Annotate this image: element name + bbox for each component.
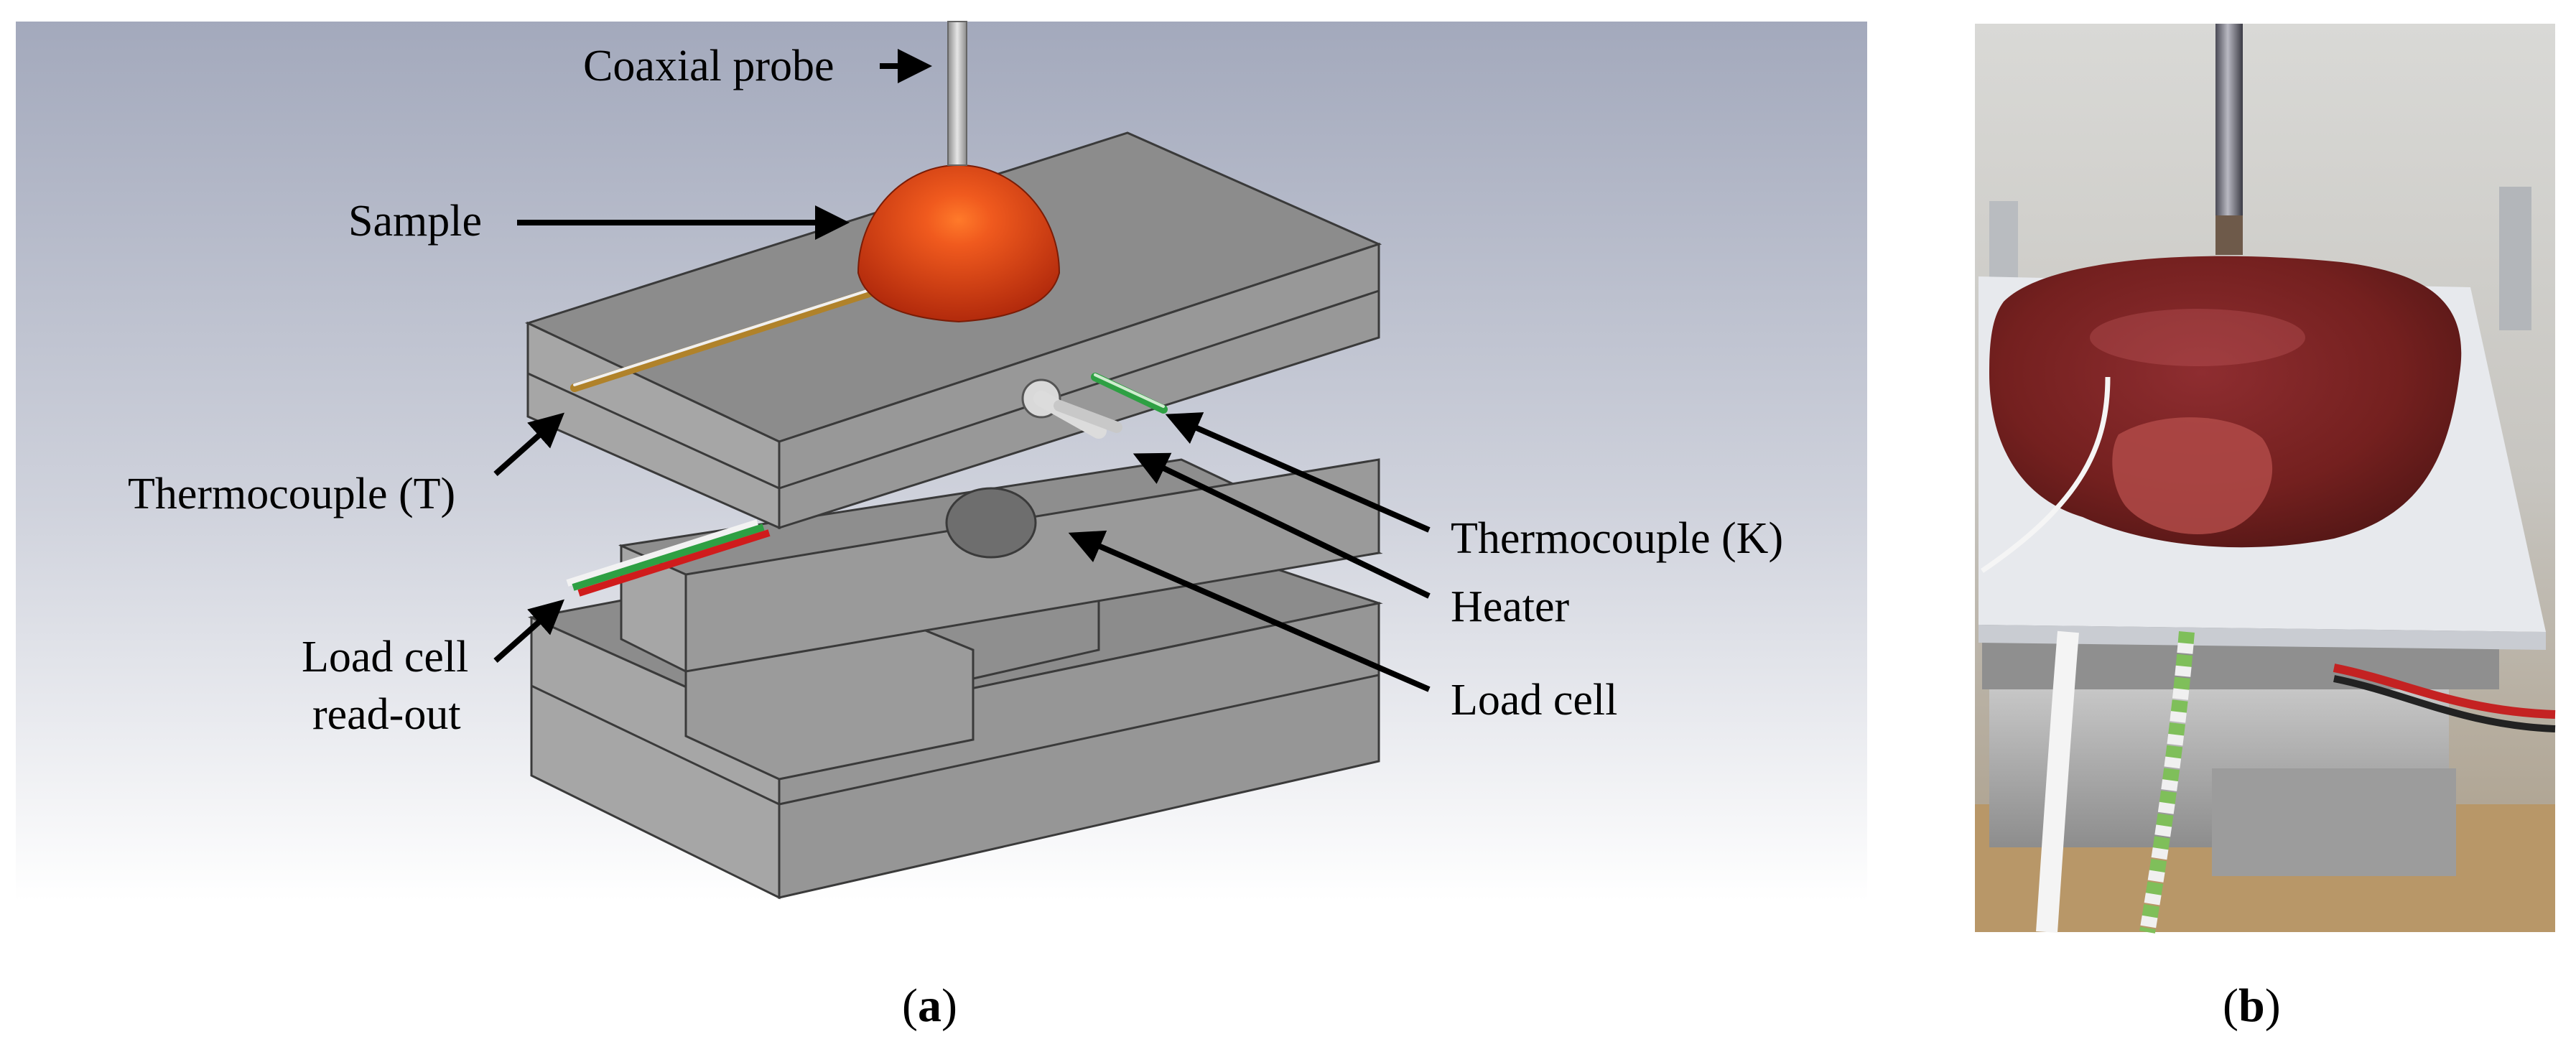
photo-tissue — [1989, 256, 2462, 548]
photo-block-step — [2212, 768, 2456, 876]
coaxial-probe — [947, 21, 967, 166]
photo-probe-tip — [2215, 215, 2243, 255]
arrow-load-cell-readout — [493, 599, 564, 663]
photo-tissue-cut — [2112, 417, 2273, 534]
readout-wires — [566, 519, 771, 597]
sample-shape — [857, 164, 1061, 323]
label-load-cell-readout-2: read-out — [312, 690, 461, 739]
t-rod-body — [570, 283, 891, 392]
caption-b: (b) — [2223, 979, 2281, 1032]
heater-rod-2 — [1054, 400, 1122, 433]
top-seam-side — [778, 289, 1380, 490]
label-thermocouple-k: Thermocouple (K) — [1451, 514, 1783, 563]
base-seam-side — [778, 674, 1380, 806]
top-seam-front — [527, 372, 780, 490]
base-seam-front — [531, 684, 780, 806]
thermocouple-k-rod — [1091, 373, 1168, 414]
photo-cable-red — [2333, 664, 2556, 719]
photo-cable-white — [2036, 630, 2079, 934]
load-cell-hole — [945, 487, 1037, 559]
photo-tissue-highlight — [2090, 309, 2305, 366]
load-cell-bar — [618, 458, 1383, 674]
arrow-thermocouple-t — [493, 412, 564, 476]
wire-red — [577, 529, 771, 597]
wire-white — [566, 519, 759, 587]
photo-cable-green-white — [2139, 631, 2195, 934]
label-thermocouple-t: Thermocouple (T) — [128, 470, 455, 518]
label-load-cell: Load cell — [1451, 676, 1617, 725]
sample-dome — [857, 164, 1061, 323]
t-rod-hl — [573, 283, 888, 386]
label-heater: Heater — [1451, 582, 1570, 631]
arrow-thermocouple-k — [1165, 412, 1431, 533]
caption-a: (a) — [902, 979, 957, 1032]
label-load-cell-readout-1: Load cell — [302, 633, 468, 681]
wire-green — [572, 523, 765, 591]
load-cell-face — [684, 458, 1380, 673]
arrow-heater — [1133, 452, 1431, 599]
photo-cable-green — [2139, 631, 2195, 934]
label-sample: Sample — [348, 197, 482, 246]
photo-rail-right — [2499, 187, 2531, 330]
photo-thermocouple-wire — [1981, 376, 2111, 573]
photo-plate-edge — [1979, 625, 2546, 650]
panel-a: Coaxial probe Sample Thermocouple (T) Lo… — [16, 21, 1867, 1032]
label-coaxial-probe: Coaxial probe — [583, 42, 834, 90]
base-block-side — [778, 602, 1380, 899]
photo-probe — [2215, 24, 2243, 253]
thermocouple-k-rod-hl — [1094, 373, 1165, 408]
thermocouple-t-rod — [570, 283, 891, 392]
photo-cable-black — [2333, 675, 2556, 732]
top-block-side — [778, 242, 1380, 530]
arrow-load-cell — [1068, 530, 1431, 692]
panel-b: (b) — [1975, 24, 2556, 1032]
